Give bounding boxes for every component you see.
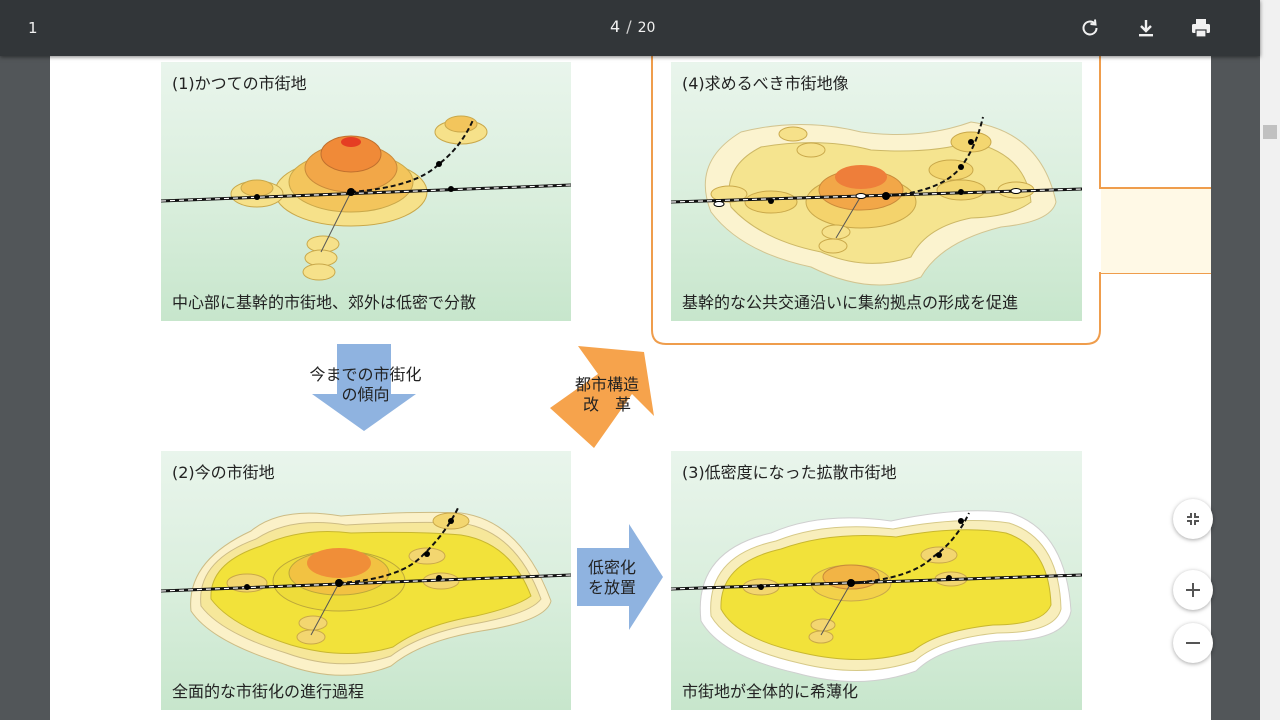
trend-arrow xyxy=(312,344,416,431)
panel-title: (1)かつての市街地 xyxy=(172,74,307,93)
reform-arrow xyxy=(550,346,654,448)
pdf-toolbar: 1 4 / 20 xyxy=(0,0,1260,56)
panel-caption: 全面的な市街化の進行過程 xyxy=(172,682,365,701)
document-title: 1 xyxy=(28,19,38,37)
scrollbar-thumb[interactable] xyxy=(1263,125,1277,139)
low-density-label-line2: を放置 xyxy=(587,578,636,597)
trend-label-line2: の傾向 xyxy=(341,385,390,404)
panel-caption: 市街地が全体的に希薄化 xyxy=(682,682,859,701)
zoom-out-button[interactable] xyxy=(1173,623,1213,663)
low-density-label-line1: 低密化 xyxy=(587,558,636,577)
trend-arrow-label: 今までの市街化 の傾向 xyxy=(288,365,443,405)
zoom-out-icon xyxy=(1186,642,1200,644)
panel-title: (2)今の市街地 xyxy=(172,463,275,482)
sprawl-city-illustration xyxy=(671,510,1082,682)
rotate-icon xyxy=(1082,19,1098,36)
panel-title: (3)低密度になった拡散市街地 xyxy=(682,463,897,482)
rotate-button[interactable] xyxy=(1076,14,1104,42)
panel-title: (4)求めるべき市街地像 xyxy=(682,74,849,93)
desired-city-illustration xyxy=(671,116,1082,286)
page-separator: / xyxy=(626,17,632,36)
total-pages: 20 xyxy=(637,20,656,36)
highlight-frame xyxy=(651,56,1211,345)
page-indicator: 4 / 20 xyxy=(610,17,655,36)
print-icon xyxy=(1192,19,1210,38)
panel-former-city: (1)かつての市街地 中心部に基幹的市街地、郊外は低密で分散 xyxy=(161,62,571,321)
current-page-number[interactable]: 4 xyxy=(610,17,621,36)
fit-to-page-icon xyxy=(1187,513,1199,525)
fit-to-page-button[interactable] xyxy=(1173,499,1213,539)
reform-label-line1: 都市構造 xyxy=(574,375,639,394)
former-city-illustration xyxy=(161,115,571,281)
low-density-arrow xyxy=(577,524,663,630)
pdf-page: (1)かつての市街地 中心部に基幹的市街地、郊外は低密で分散 xyxy=(50,56,1211,720)
panel-current-city: (2)今の市街地 全面的な市街化の進行過程 xyxy=(161,451,571,710)
print-button[interactable] xyxy=(1187,14,1215,42)
vertical-scrollbar[interactable] xyxy=(1260,0,1280,720)
panel-sprawl-city: (3)低密度になった拡散市街地 市街地が全体的に希薄化 xyxy=(671,451,1082,710)
panel-caption: 基幹的な公共交通沿いに集約拠点の形成を促進 xyxy=(682,293,1019,312)
low-density-arrow-label: 低密化 を放置 xyxy=(577,558,647,598)
download-button[interactable] xyxy=(1132,14,1160,42)
current-city-illustration xyxy=(161,505,571,676)
reform-arrow-label: 都市構造 改 革 xyxy=(562,375,652,415)
zoom-in-button[interactable] xyxy=(1173,570,1213,610)
zoom-in-icon xyxy=(1186,583,1200,597)
reform-label-line2: 改 革 xyxy=(582,395,631,414)
download-icon xyxy=(1139,20,1153,37)
trend-label-line1: 今までの市街化 xyxy=(309,365,422,384)
panel-caption: 中心部に基幹的市街地、郊外は低密で分散 xyxy=(172,293,477,312)
panel-desired-city: (4)求めるべき市街地像 基幹的な公共交通沿いに集約拠点の形成を促進 xyxy=(671,62,1082,321)
